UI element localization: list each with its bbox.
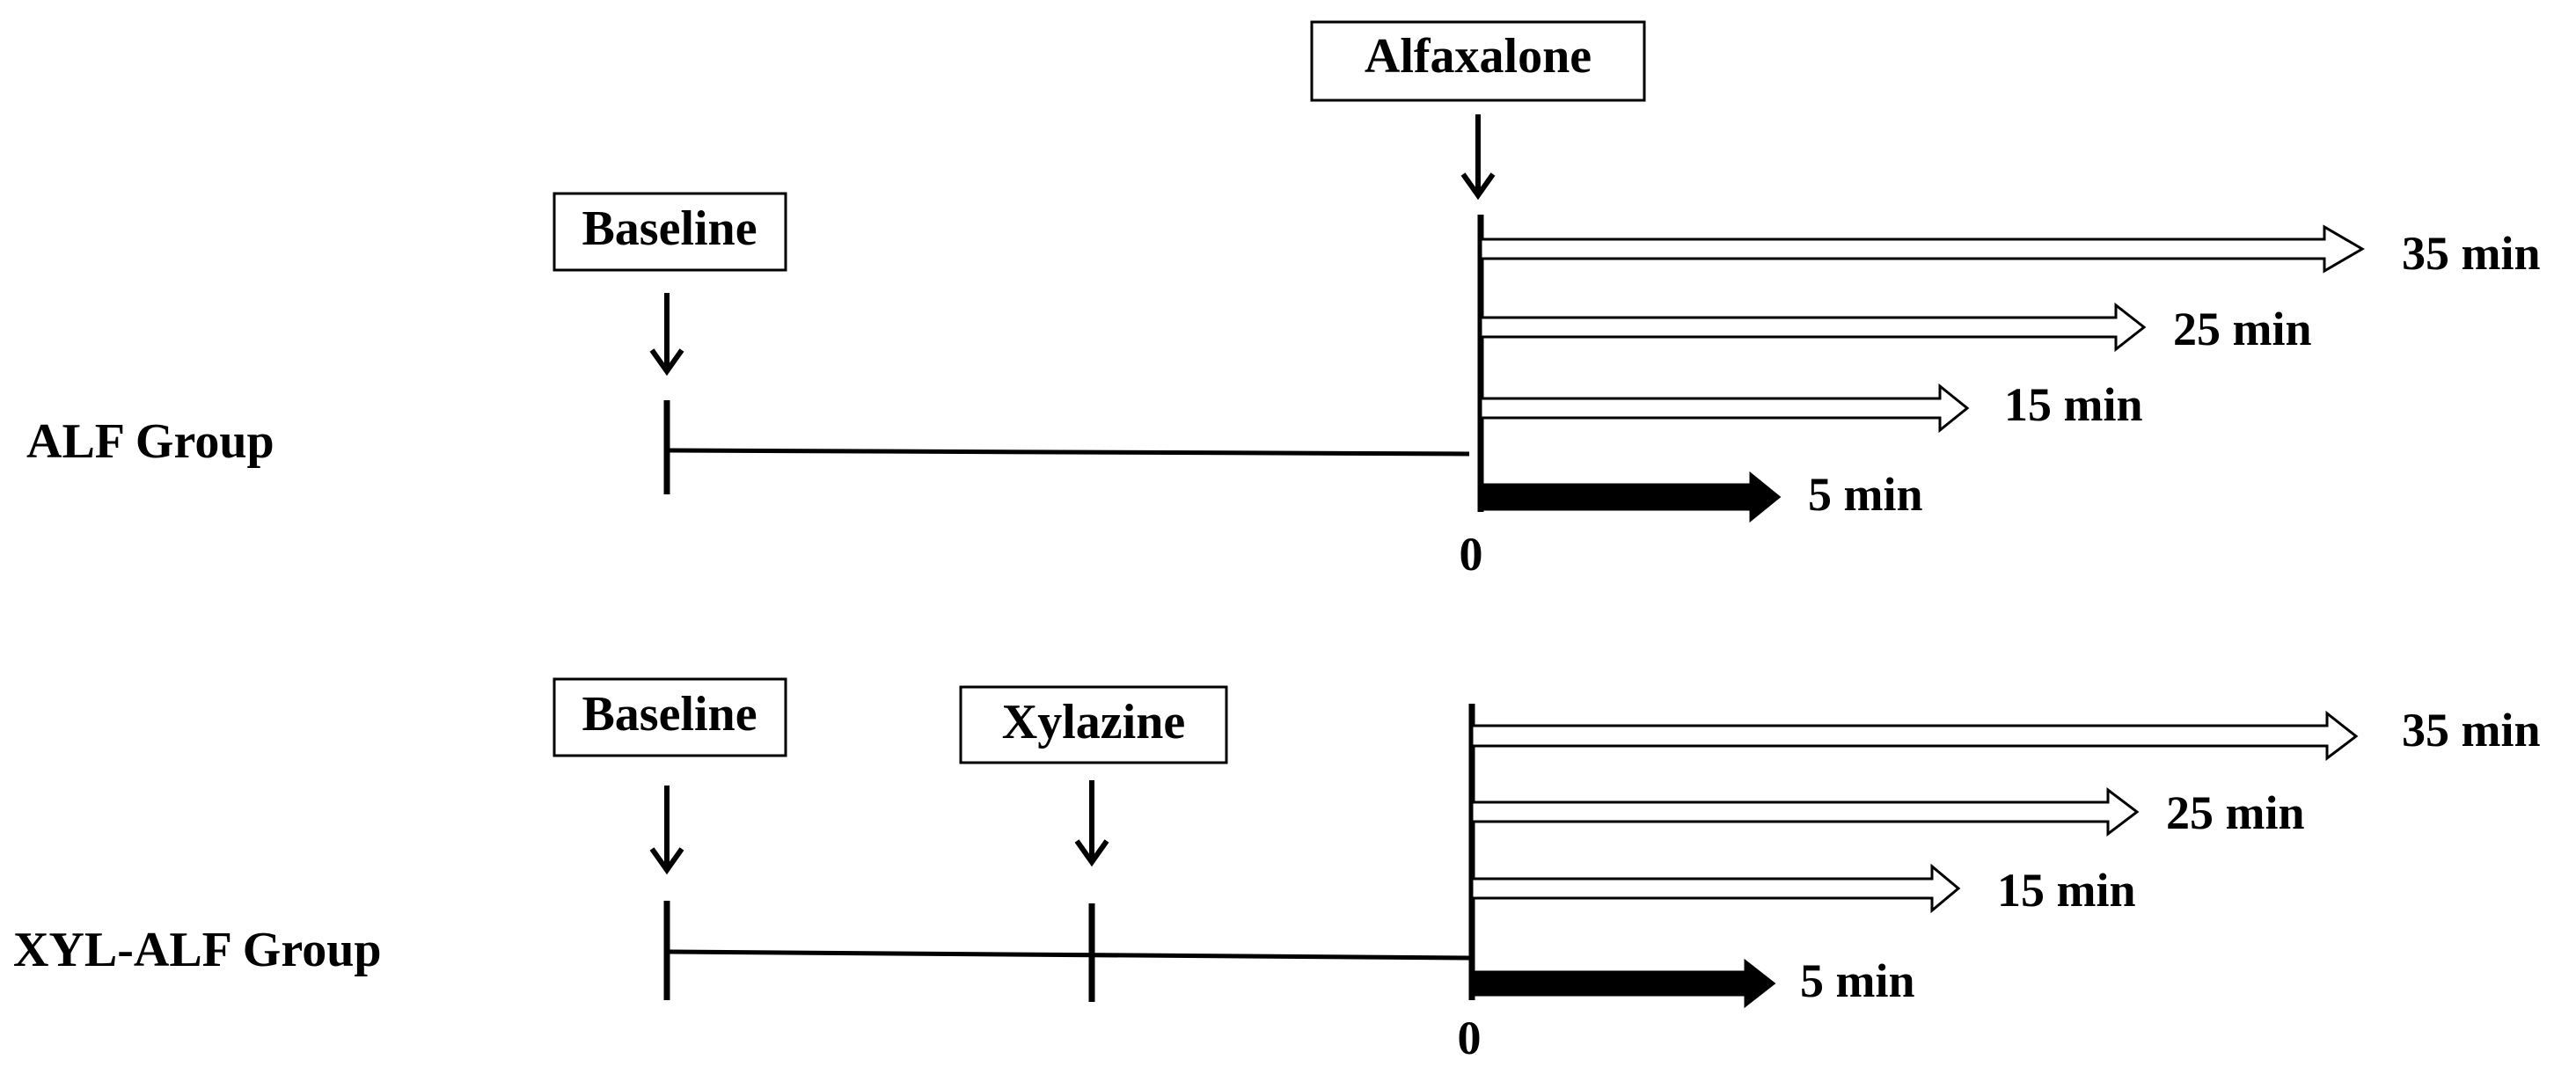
xyl-baseline-label: Baseline: [582, 687, 757, 742]
xylazine-box-label: Xylazine: [1002, 695, 1185, 749]
alf-arrow-25: [1479, 302, 2147, 353]
alfaxalone-arrowhead-icon: [1460, 172, 1496, 201]
alf-arrow-15: [1479, 383, 1970, 434]
xylazine-arrowhead-icon: [1074, 839, 1109, 867]
alf-baseline-arrowhead-icon: [649, 348, 684, 376]
xyl-baseline-box: Baseline: [553, 677, 787, 757]
alf-group-label: ALF Group: [26, 414, 274, 469]
alf-arrow-25-label: 25 min: [2173, 303, 2312, 355]
alf-arrow-35-label: 35 min: [2402, 227, 2541, 280]
xyl-arrow-5: [1470, 958, 1776, 1009]
alf-group-panel: ALF Group Alfaxalone Baseline 0 35 min 2…: [26, 20, 2541, 581]
xyl-arrow-15-label: 15 min: [1997, 864, 2136, 917]
alf-zero-label: 0: [1460, 528, 1483, 581]
alf-baseline-box: Baseline: [553, 192, 787, 272]
alfaxalone-box: Alfaxalone: [1310, 20, 1646, 102]
xyl-group-label: XYL-ALF Group: [13, 923, 382, 977]
alf-timeline-line: [666, 448, 1470, 457]
xyl-arrow-15: [1470, 863, 1961, 914]
xyl-arrow-5-label: 5 min: [1800, 954, 1915, 1007]
xyl-baseline-arrowhead-icon: [649, 847, 684, 875]
xyl-group-panel: XYL-ALF Group Baseline Xylazine 0 35 min…: [13, 677, 2541, 1064]
xyl-arrow-35-label: 35 min: [2402, 704, 2541, 756]
xyl-timeline-line: [666, 949, 1470, 961]
alfaxalone-box-label: Alfaxalone: [1365, 29, 1592, 84]
xyl-arrow-25: [1470, 786, 2140, 837]
alf-baseline-label: Baseline: [582, 201, 757, 256]
alf-arrow-15-label: 15 min: [2004, 378, 2143, 431]
alf-arrow-5-label: 5 min: [1808, 468, 1923, 521]
xyl-zero-label: 0: [1458, 1012, 1482, 1064]
xylazine-box: Xylazine: [959, 685, 1228, 764]
alf-arrow-5: [1479, 471, 1782, 523]
alf-arrow-35: [1479, 224, 2365, 274]
xyl-arrow-25-label: 25 min: [2166, 786, 2305, 839]
xyl-arrow-35: [1470, 710, 2359, 762]
